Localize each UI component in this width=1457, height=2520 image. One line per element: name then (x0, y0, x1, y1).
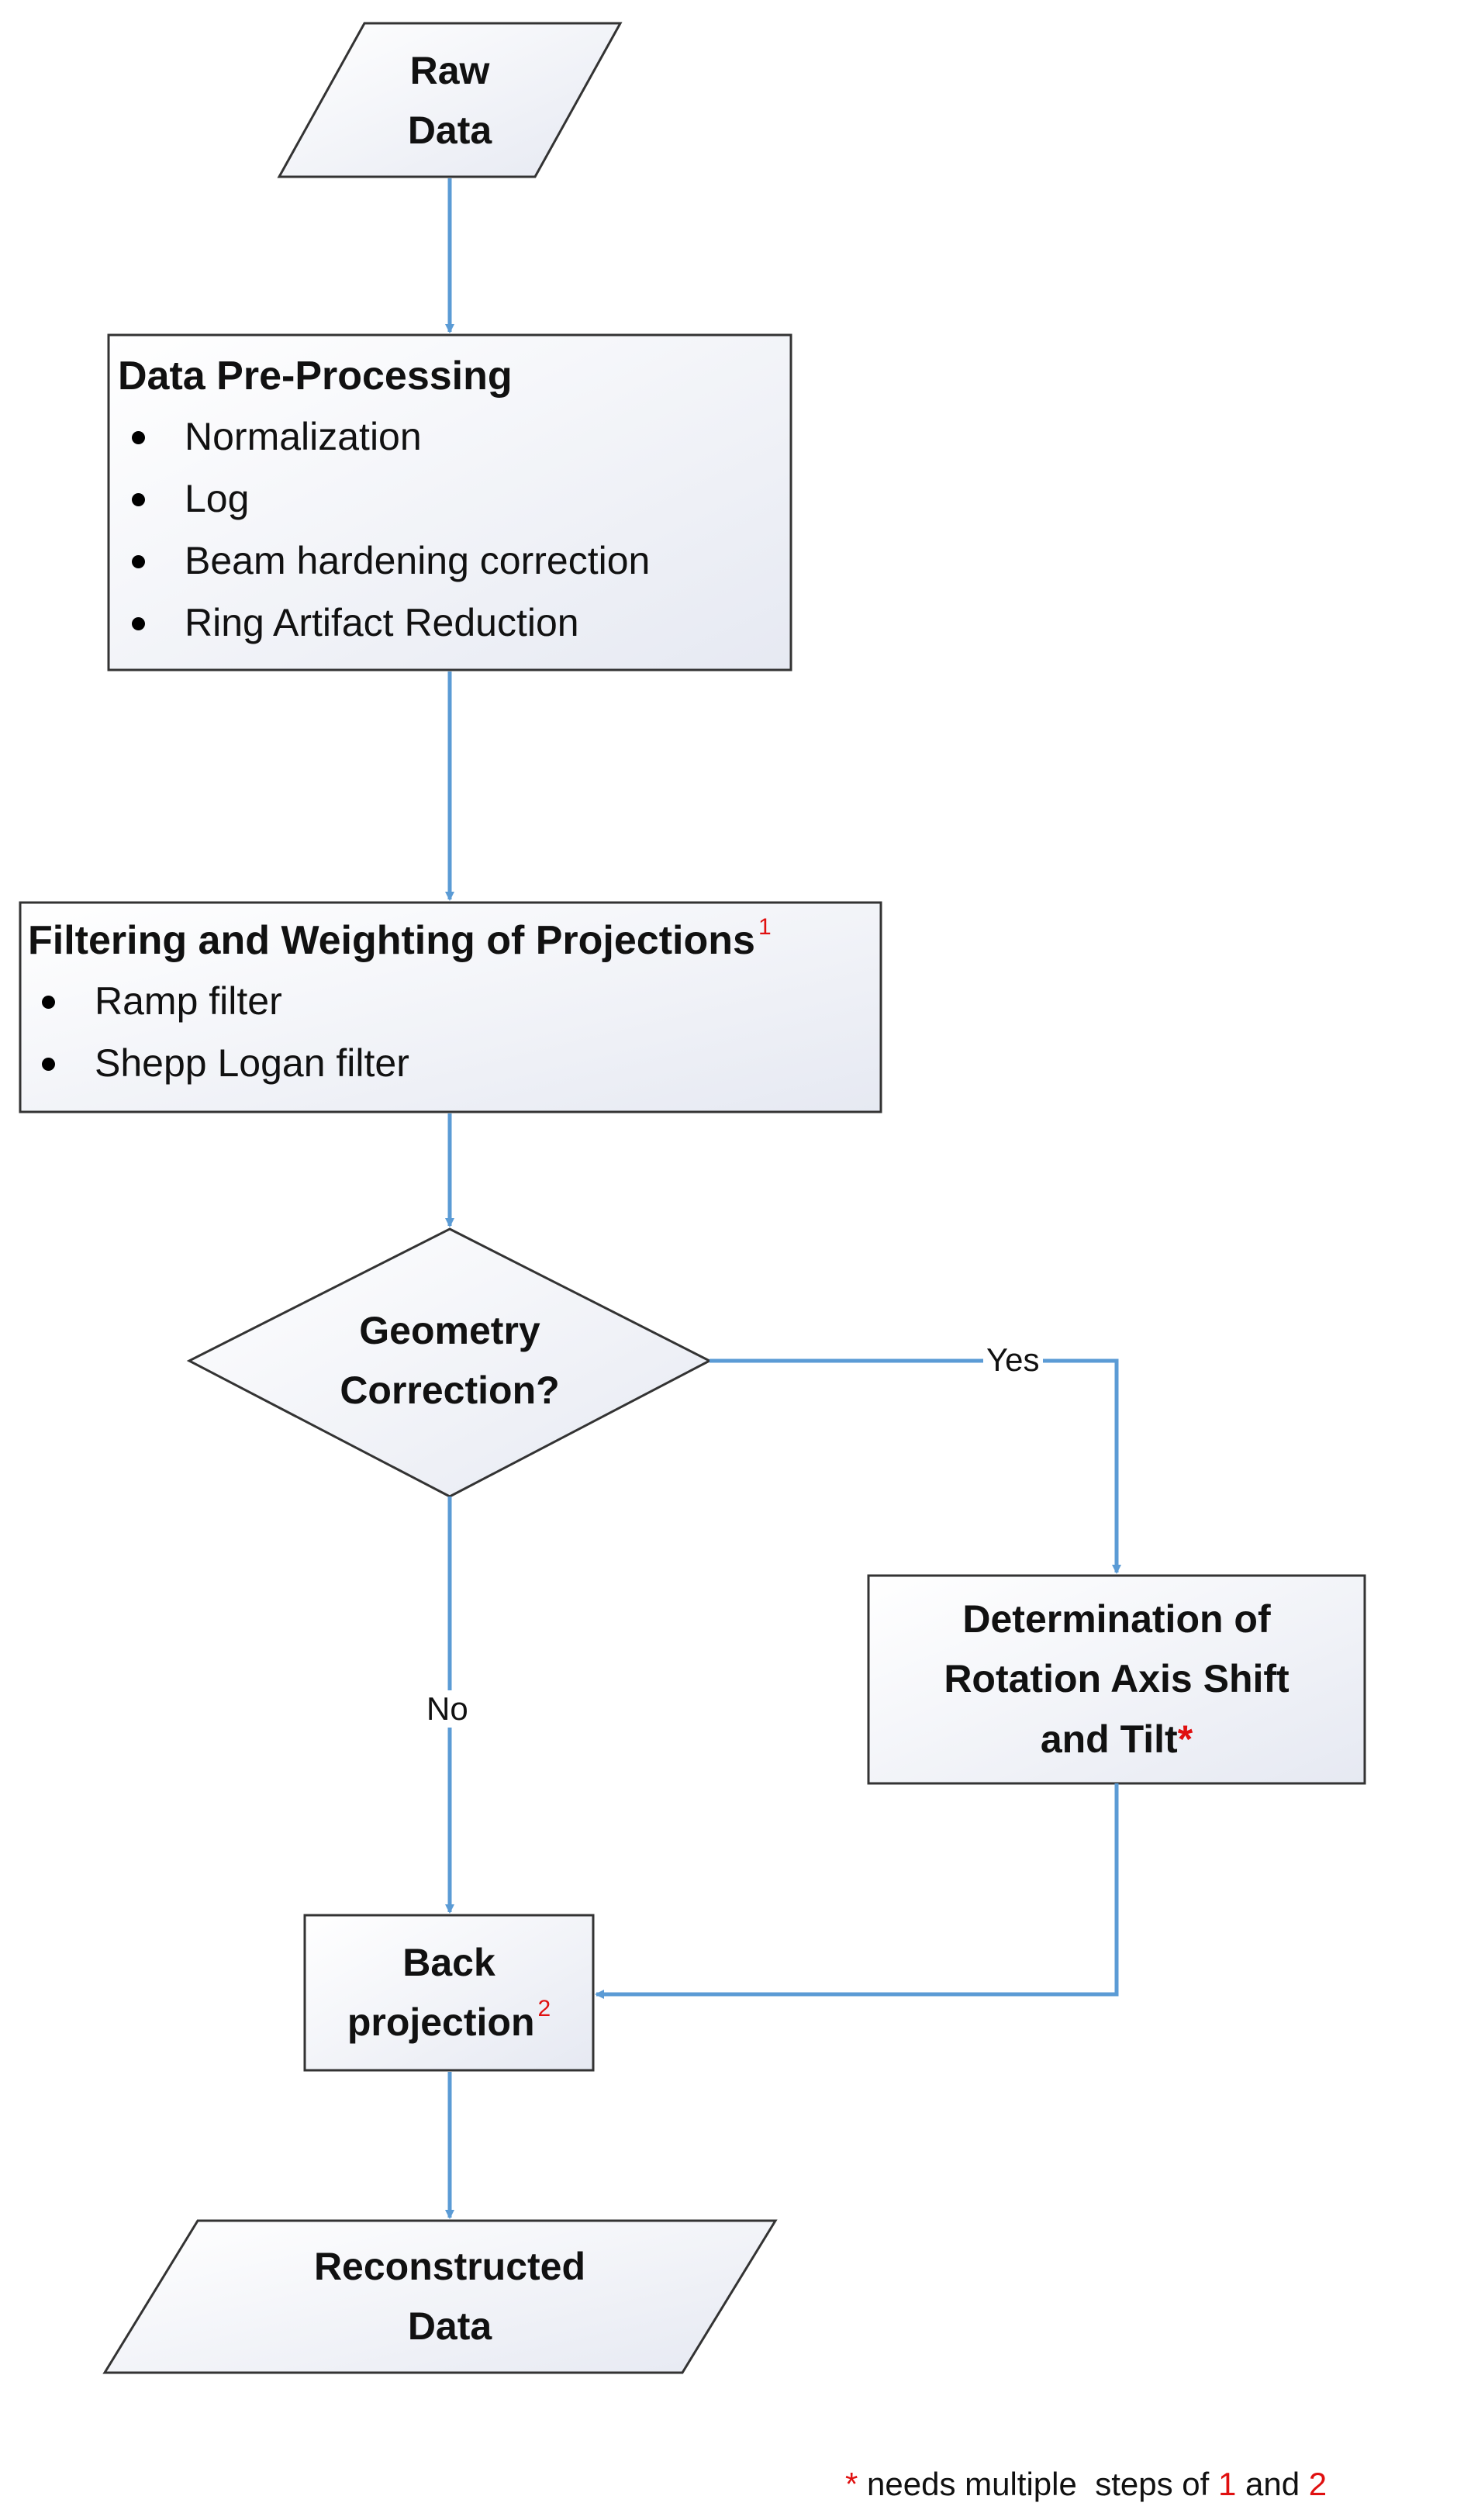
footnote-text: needs multiple steps of (858, 2466, 1218, 2502)
bullet-icon (132, 493, 145, 507)
preprocessing-content: Data Pre-Processing Normalization Log Be… (118, 347, 785, 654)
asterisk-marker: * (1177, 1717, 1193, 1761)
bullet-icon (132, 431, 145, 445)
bullet-icon (132, 555, 145, 569)
list-item: Normalization (118, 406, 785, 468)
list-item: Log (118, 468, 785, 530)
determination-line3-wrap: and Tilt* (1040, 1717, 1193, 1761)
list-item: Ring Artifact Reduction (118, 592, 785, 654)
reconstructed-data-label: Reconstructed Data (178, 2227, 721, 2366)
raw-data-line2: Data (407, 109, 492, 152)
preprocessing-title: Data Pre-Processing (118, 354, 513, 399)
arrow-decision-yes (710, 1358, 1121, 1574)
bullet-icon (42, 1058, 55, 1072)
filtering-list: Ramp filter Shepp Logan filter (28, 970, 873, 1094)
preprocessing-box (107, 333, 792, 671)
geometry-decision-label: Geometry Correction? (287, 1276, 613, 1446)
reconstructed-data-shape (102, 2219, 778, 2374)
preprocessing-list: Normalization Log Beam hardening correct… (118, 406, 785, 654)
geometry-line1: Geometry (359, 1308, 540, 1352)
raw-data-shape (277, 22, 623, 178)
footnote-marker-2: 2 (537, 1996, 551, 2021)
bullet-icon (42, 996, 55, 1010)
determination-line2: Rotation Axis Shift (944, 1657, 1290, 1701)
determination-line1: Determination of (962, 1597, 1271, 1641)
yes-edge-label: Yes (983, 1341, 1043, 1379)
determination-label: Determination of Rotation Axis Shift and… (870, 1579, 1363, 1780)
footnote-ref-1: 1 (1217, 2466, 1237, 2502)
back-projection-box (303, 1914, 595, 2072)
no-edge-label: No (423, 1690, 471, 1728)
footnote-and: and (1236, 2466, 1309, 2502)
list-item: Ramp filter (28, 970, 873, 1032)
filtering-box (19, 901, 882, 1113)
footnote: * needs multiple steps of 1 and 2 (845, 2466, 1327, 2503)
raw-data-label: Raw Data (326, 31, 574, 171)
list-item: Beam hardening correction (118, 530, 785, 592)
list-item: Shepp Logan filter (28, 1032, 873, 1094)
footnote-ref-2: 2 (1308, 2466, 1328, 2502)
reconstructed-line2: Data (407, 2304, 492, 2348)
arrow-determination-to-backprojection (595, 1783, 1119, 1999)
reconstructed-line1: Reconstructed (313, 2244, 586, 2288)
bullet-icon (132, 617, 145, 631)
footnote-marker-1: 1 (758, 914, 772, 940)
geometry-line2: Correction? (340, 1369, 560, 1412)
footnote-asterisk: * (845, 2466, 858, 2502)
back-projection-line1: Back (402, 1940, 495, 1984)
raw-data-line1: Raw (409, 48, 490, 92)
